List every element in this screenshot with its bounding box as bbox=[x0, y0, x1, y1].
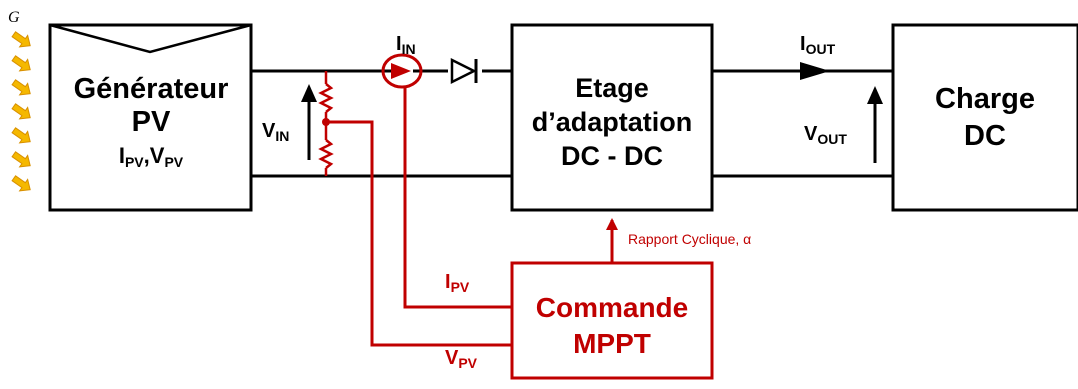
sunlight-arrows-icon bbox=[11, 31, 31, 192]
mppt-line1: Commande bbox=[536, 292, 688, 323]
control-signal-wires bbox=[326, 87, 618, 347]
pv-generator-variables: IPV,VPV bbox=[119, 143, 184, 170]
input-voltage-arrow-icon bbox=[301, 84, 317, 160]
load-line2: DC bbox=[964, 120, 1006, 152]
converter-line3: DC - DC bbox=[561, 141, 663, 171]
pv-voltage-feedback-label: VPV bbox=[445, 347, 478, 371]
pv-generator-subtitle: PV bbox=[132, 106, 171, 138]
diode-icon bbox=[450, 57, 478, 85]
converter-line2: d’adaptation bbox=[532, 107, 693, 137]
dc-load-block: Charge DC bbox=[891, 23, 1078, 212]
mppt-line2: MPPT bbox=[573, 328, 651, 359]
output-voltage-arrow-icon bbox=[867, 86, 883, 163]
pv-generator-title: Générateur bbox=[74, 73, 229, 105]
load-line1: Charge bbox=[935, 83, 1035, 115]
pv-generator-block: Générateur PV IPV,VPV bbox=[48, 23, 253, 212]
output-current-arrow-icon bbox=[800, 62, 830, 80]
converter-line1: Etage bbox=[575, 73, 649, 103]
pv-current-feedback-label: IPV bbox=[445, 271, 470, 295]
output-voltage-label: VOUT bbox=[804, 123, 847, 147]
input-voltage-label: VIN bbox=[262, 120, 289, 144]
dc-dc-converter-block: Etage d’adaptation DC - DC bbox=[510, 23, 714, 212]
mppt-control-block: Commande MPPT bbox=[510, 261, 714, 380]
current-sensor-icon bbox=[381, 53, 423, 89]
sensor-junction-dot bbox=[322, 118, 330, 126]
output-current-label: IOUT bbox=[800, 33, 836, 57]
voltage-divider-icon bbox=[318, 71, 334, 176]
irradiance-label: G bbox=[8, 9, 20, 26]
input-current-label: IIN bbox=[396, 33, 416, 57]
duty-cycle-label: Rapport Cyclique, α bbox=[628, 231, 751, 247]
